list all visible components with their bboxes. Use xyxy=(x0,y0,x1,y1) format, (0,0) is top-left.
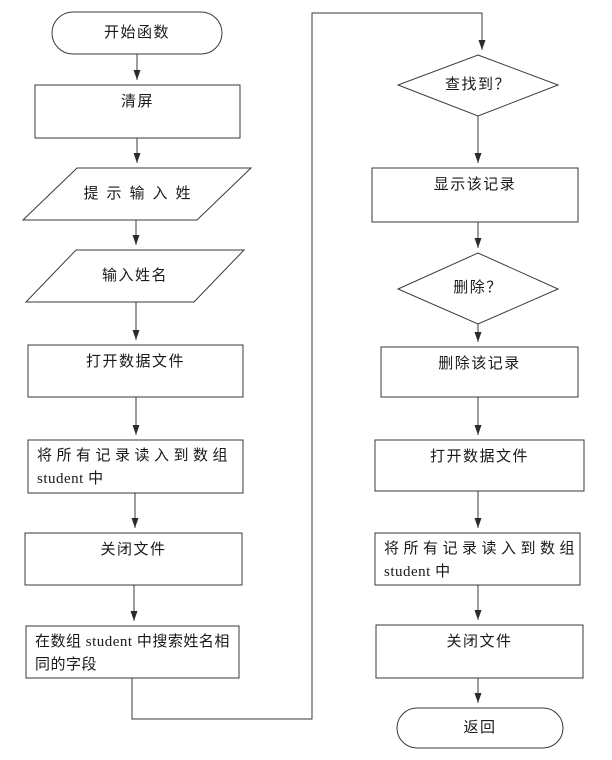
node-show-record-label: 显示该记录 xyxy=(433,177,517,193)
node-delete-record-label: 删除该记录 xyxy=(438,356,521,372)
node-read-records-left-shape xyxy=(27,439,244,494)
node-open-file-right-shape xyxy=(374,439,585,492)
node-read-records-right-label: 将所有记录读入到数组 student 中 xyxy=(375,533,580,584)
node-clear-screen-shape xyxy=(34,84,241,139)
node-search-shape xyxy=(25,625,240,679)
node-read-records-right-line1: 将所有记录读入到数组 xyxy=(384,541,580,557)
node-prompt-name-label: 提示输入姓 xyxy=(83,185,199,202)
node-close-file-right-shape xyxy=(375,624,584,679)
node-open-file-left-label: 打开数据文件 xyxy=(85,354,185,370)
node-return-label: 返回 xyxy=(463,719,497,736)
node-delete-record-shape xyxy=(380,346,579,398)
node-start-shape xyxy=(51,11,223,55)
node-return-shape xyxy=(396,707,564,749)
node-open-file-right-label: 打开数据文件 xyxy=(429,449,529,465)
node-found-label: 查找到？ xyxy=(444,77,511,93)
node-input-name-shape xyxy=(24,249,246,303)
node-show-record-shape xyxy=(371,167,579,223)
flow-edges xyxy=(130,12,486,720)
node-prompt-name-shape xyxy=(21,167,253,221)
node-read-records-left-label: 将所有记录读入到数组 student 中 xyxy=(28,440,243,491)
node-open-file-left-shape xyxy=(27,344,244,398)
node-close-file-left-label: 关闭文件 xyxy=(100,542,167,558)
node-search-line1: 在数组 student 中搜索姓名相 xyxy=(35,634,230,650)
node-found-shape xyxy=(396,54,560,117)
node-read-records-left-line1: 将所有记录读入到数组 xyxy=(37,448,233,464)
node-read-records-right-shape xyxy=(374,532,581,586)
node-search-label: 在数组 student 中搜索姓名相 同的字段 xyxy=(26,626,239,677)
node-input-name-label: 输入姓名 xyxy=(101,267,168,284)
node-delete-q-label: 删除？ xyxy=(453,280,503,296)
node-search-line2: 同的字段 xyxy=(35,657,98,673)
node-close-file-left-shape xyxy=(24,532,243,586)
edge-search-found xyxy=(131,12,486,720)
flow-nodes xyxy=(21,11,585,749)
node-read-records-right-line2: student 中 xyxy=(384,564,451,580)
node-start-label: 开始函数 xyxy=(103,24,170,41)
node-read-records-left-line2: student 中 xyxy=(37,471,104,487)
node-clear-screen-label: 清屏 xyxy=(120,94,154,110)
node-delete-q-shape xyxy=(396,252,560,325)
node-close-file-right-label: 关闭文件 xyxy=(446,634,513,650)
